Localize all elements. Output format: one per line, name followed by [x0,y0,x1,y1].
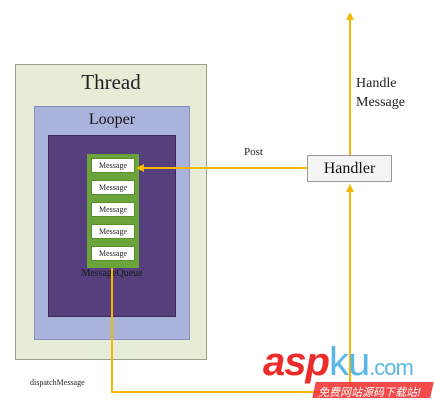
watermark-slogan: 免费网站源码下载站! [318,386,422,399]
watermark-com: .com [369,355,414,380]
dispatch-message-label: dispatchMessage [30,378,85,387]
message-item: Message [91,158,135,173]
watermark-asp: asp [263,340,330,384]
watermark-logo: aspku.com [263,340,414,390]
handler-box: Handler [307,155,392,182]
looper-title: Looper [88,111,136,128]
thread-title: Thread [81,70,141,94]
message-item: Message [91,224,135,239]
message-item: Message [91,246,135,261]
dispatch-message-arrow [111,184,354,393]
message-item: Message [91,180,135,195]
post-label: Post [244,146,263,158]
message-item: Message [91,202,135,217]
watermark-ku: ku [328,340,370,384]
